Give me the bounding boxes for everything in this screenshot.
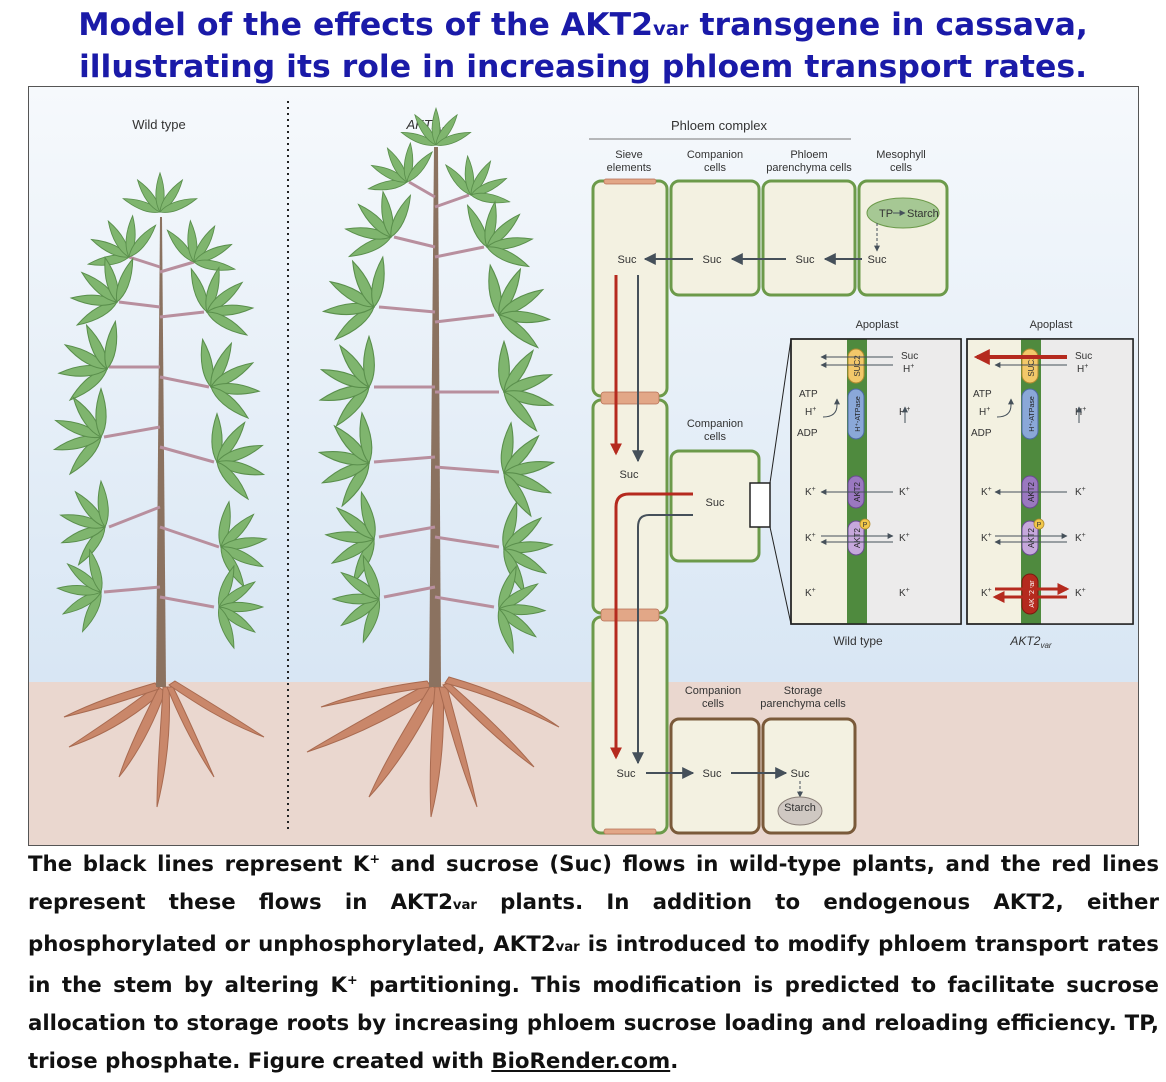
title-akt2: AKT2 — [560, 7, 653, 43]
middle-companion-cell: Companion cells Suc Suc — [620, 338, 792, 625]
starch-label-bottom: Starch — [784, 802, 816, 814]
companion-mid-1: Companion — [687, 418, 743, 430]
phloem-complex-label: Phloem complex — [671, 118, 768, 133]
top-row-cells: TP Starch Suc Suc Suc Suc — [618, 179, 949, 297]
title-text-end: transgene in cassava, — [688, 7, 1088, 43]
atpase-pump: H⁺-ATPase — [855, 396, 862, 432]
akt2var-roots — [306, 676, 560, 818]
wild-type-roots — [63, 680, 265, 808]
phospho-marker-var: P — [1037, 522, 1042, 529]
inset-wild-k-in-3: K+ — [805, 587, 816, 599]
mesophyll-header-1: Mesophyll — [876, 149, 926, 161]
inset-wild-apoplast: Apoplast — [856, 319, 899, 331]
akt2var-stem — [429, 147, 441, 687]
title-line-1: Model of the effects of the AKT2var tran… — [0, 6, 1166, 48]
suc-sieve-bottom: Suc — [617, 768, 636, 780]
wild-type-stem — [156, 217, 166, 687]
inset-var-h-top: H+ — [1077, 363, 1088, 375]
inset-var-k-out-3: K+ — [1075, 587, 1086, 599]
sieve-element-middle — [591, 398, 669, 615]
companion-bottom-2: cells — [702, 698, 725, 710]
phospho-marker: P — [863, 522, 868, 529]
inset-var-k-out-1: K+ — [1075, 486, 1086, 498]
label-wild-type: Wild type — [132, 117, 185, 132]
akt2-phospho-channel-var: AKT2 — [1027, 527, 1036, 548]
companion-bottom-1: Companion — [685, 685, 741, 697]
suc-companion-mid: Suc — [706, 497, 725, 509]
inset-var-h-in: H+ — [979, 406, 990, 418]
suc-storage: Suc — [791, 768, 810, 780]
inset-var-apoplast: Apoplast — [1030, 319, 1073, 331]
sieve-element-column — [591, 178, 669, 835]
akt2var-petioles — [373, 180, 500, 609]
companion-mid-2: cells — [704, 431, 727, 443]
inset-wild-suc: Suc — [901, 351, 918, 362]
suc-mesophyll-top: Suc — [868, 254, 887, 266]
inset-wild-k-out-1: K+ — [899, 486, 910, 498]
suc-companion-top: Suc — [703, 254, 722, 266]
wild-type-petioles — [103, 255, 220, 609]
inset-var-k-in-3: K+ — [981, 587, 992, 599]
inset-var-k-in-1: K+ — [981, 486, 992, 498]
inset-var-atp: ATP — [973, 389, 992, 400]
title-var-subscript: var — [653, 17, 689, 40]
inset-wild-k-out-2: K+ — [899, 532, 910, 544]
suc2-transporter: SUC2 — [853, 355, 862, 377]
suc2-transporter-var: SUC2 — [1027, 355, 1036, 377]
companion-header-1: Companion — [687, 149, 743, 161]
tp-label: TP — [879, 208, 893, 220]
mesophyll-header-2: cells — [890, 162, 913, 174]
biorender-link[interactable]: BioRender.com — [491, 1049, 671, 1075]
suc-parenchyma-top: Suc — [796, 254, 815, 266]
figure-caption: The black lines represent K+ and sucrose… — [28, 851, 1160, 1075]
akt2var-plant — [305, 108, 569, 818]
inset-var-suc: Suc — [1075, 351, 1092, 362]
companion-header-2: cells — [704, 162, 727, 174]
parenchyma-header-2: parenchyma cells — [766, 162, 852, 174]
inset-wild-k-in-1: K+ — [805, 486, 816, 498]
bottom-row-cells: Companion cells Storage parenchyma cells… — [617, 685, 857, 835]
figure-title: Model of the effects of the AKT2var tran… — [0, 6, 1166, 86]
inset-wild-k-out-3: K+ — [899, 587, 910, 599]
inset-wild-type: Apoplast SUC2 H⁺-ATPase AKT2 AKT2 P Suc … — [790, 319, 962, 648]
akt2var-channel: AKT2var — [1029, 580, 1036, 608]
flow-arrows — [610, 275, 693, 765]
starch-granule — [777, 796, 823, 826]
inset-akt2var: Apoplast SUC2 H⁺-ATPase AKT2 AKT2 P AKT2… — [966, 319, 1134, 650]
inset-wild-label: Wild type — [833, 634, 883, 648]
starch-label-top: Starch — [907, 208, 939, 220]
suc-companion-bottom: Suc — [703, 768, 722, 780]
storage-header-1: Storage — [784, 685, 823, 697]
suc-sieve-top: Suc — [618, 254, 637, 266]
inset-var-k-in-2: K+ — [981, 532, 992, 544]
inset-wild-h-out: H+ — [899, 406, 910, 418]
inset-wild-h-top: H+ — [903, 363, 914, 375]
sieve-element-bottom — [591, 615, 669, 835]
wild-type-plant — [39, 173, 278, 808]
inset-wild-k-in-2: K+ — [805, 532, 816, 544]
title-line-2: illustrating its role in increasing phlo… — [78, 49, 1088, 85]
parenchyma-header-1: Phloem — [790, 149, 827, 161]
sieve-header-1: Sieve — [615, 149, 643, 161]
diagram-svg: Wild type AKT2var — [29, 87, 1138, 845]
akt2-phospho-channel: AKT2 — [853, 527, 862, 548]
inset-wild-atp: ATP — [799, 389, 818, 400]
top-row-headers: Sieve elements Companion cells Phloem pa… — [607, 149, 926, 174]
inset-var-label: AKT2var — [1009, 634, 1051, 650]
atpase-pump-var: H⁺-ATPase — [1029, 396, 1036, 432]
inset-var-k-out-2: K+ — [1075, 532, 1086, 544]
sieve-element-top — [591, 179, 669, 398]
soil-background — [29, 682, 1138, 845]
suc-sieve-mid: Suc — [620, 469, 639, 481]
figure-panel: Wild type AKT2var — [28, 86, 1139, 846]
inset-var-adp: ADP — [971, 428, 992, 439]
storage-header-2: parenchyma cells — [760, 698, 846, 710]
sieve-header-2: elements — [607, 162, 652, 174]
inset-wild-adp: ADP — [797, 428, 818, 439]
zoom-box — [749, 482, 771, 528]
title-text: Model of the effects of the — [78, 7, 561, 43]
inset-wild-h-in: H+ — [805, 406, 816, 418]
